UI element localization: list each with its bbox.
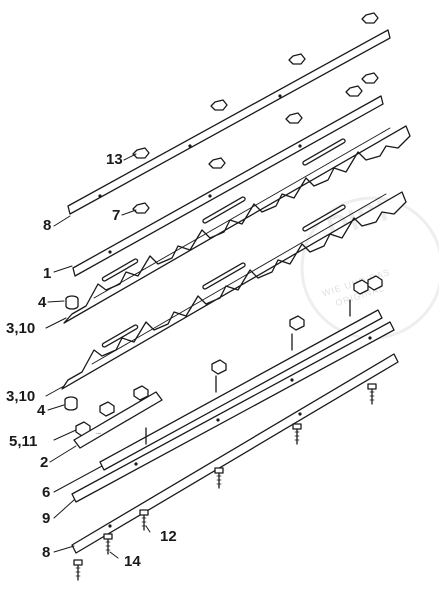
spacer-4-bottom (64, 396, 78, 411)
callout-14: 14 (124, 553, 141, 570)
nut-7 (132, 202, 150, 214)
callout-9: 9 (42, 510, 50, 527)
callout-6: 6 (42, 484, 50, 501)
upper-cutter-blade (63, 125, 411, 324)
screw-14 (103, 533, 113, 555)
screw-12 (139, 509, 149, 531)
nut-13 (132, 147, 150, 159)
callout-1: 1 (43, 265, 51, 282)
screws (73, 383, 377, 581)
callout-12: 12 (160, 528, 177, 545)
callout-3-10-bottom: 3,10 (6, 388, 35, 405)
spacer-4-top (65, 295, 79, 310)
screw (292, 423, 302, 445)
callout-3-10-top: 3,10 (6, 320, 35, 337)
part-7-strip (72, 95, 384, 277)
callout-4-bottom: 4 (37, 402, 46, 419)
sliders (75, 275, 383, 437)
screw (214, 467, 224, 489)
part-9-guide (71, 321, 395, 503)
callout-4-top: 4 (38, 294, 47, 311)
part-8-bottom-strip (71, 353, 399, 554)
callout-7: 7 (112, 207, 120, 224)
callout-2: 2 (40, 454, 48, 471)
screw (367, 383, 377, 405)
leader-lines (45, 153, 151, 559)
callout-13: 13 (106, 151, 123, 168)
callout-8-top: 8 (43, 217, 51, 234)
callout-labels: 13 8 7 1 4 3,10 3,10 4 5,11 2 6 9 12 8 1… (6, 151, 177, 570)
svg-text:◦◦◦: ◦◦◦ (96, 431, 102, 437)
part-8-top-strip (67, 29, 391, 215)
nut-group-top (132, 12, 379, 214)
screw (73, 559, 83, 581)
callout-5-11: 5,11 (9, 433, 37, 450)
callout-8-bottom: 8 (42, 544, 50, 561)
lower-cutter-blade (61, 191, 407, 390)
part-2-guide: ◦◦◦ (73, 391, 163, 449)
part-6-guide (99, 299, 383, 471)
